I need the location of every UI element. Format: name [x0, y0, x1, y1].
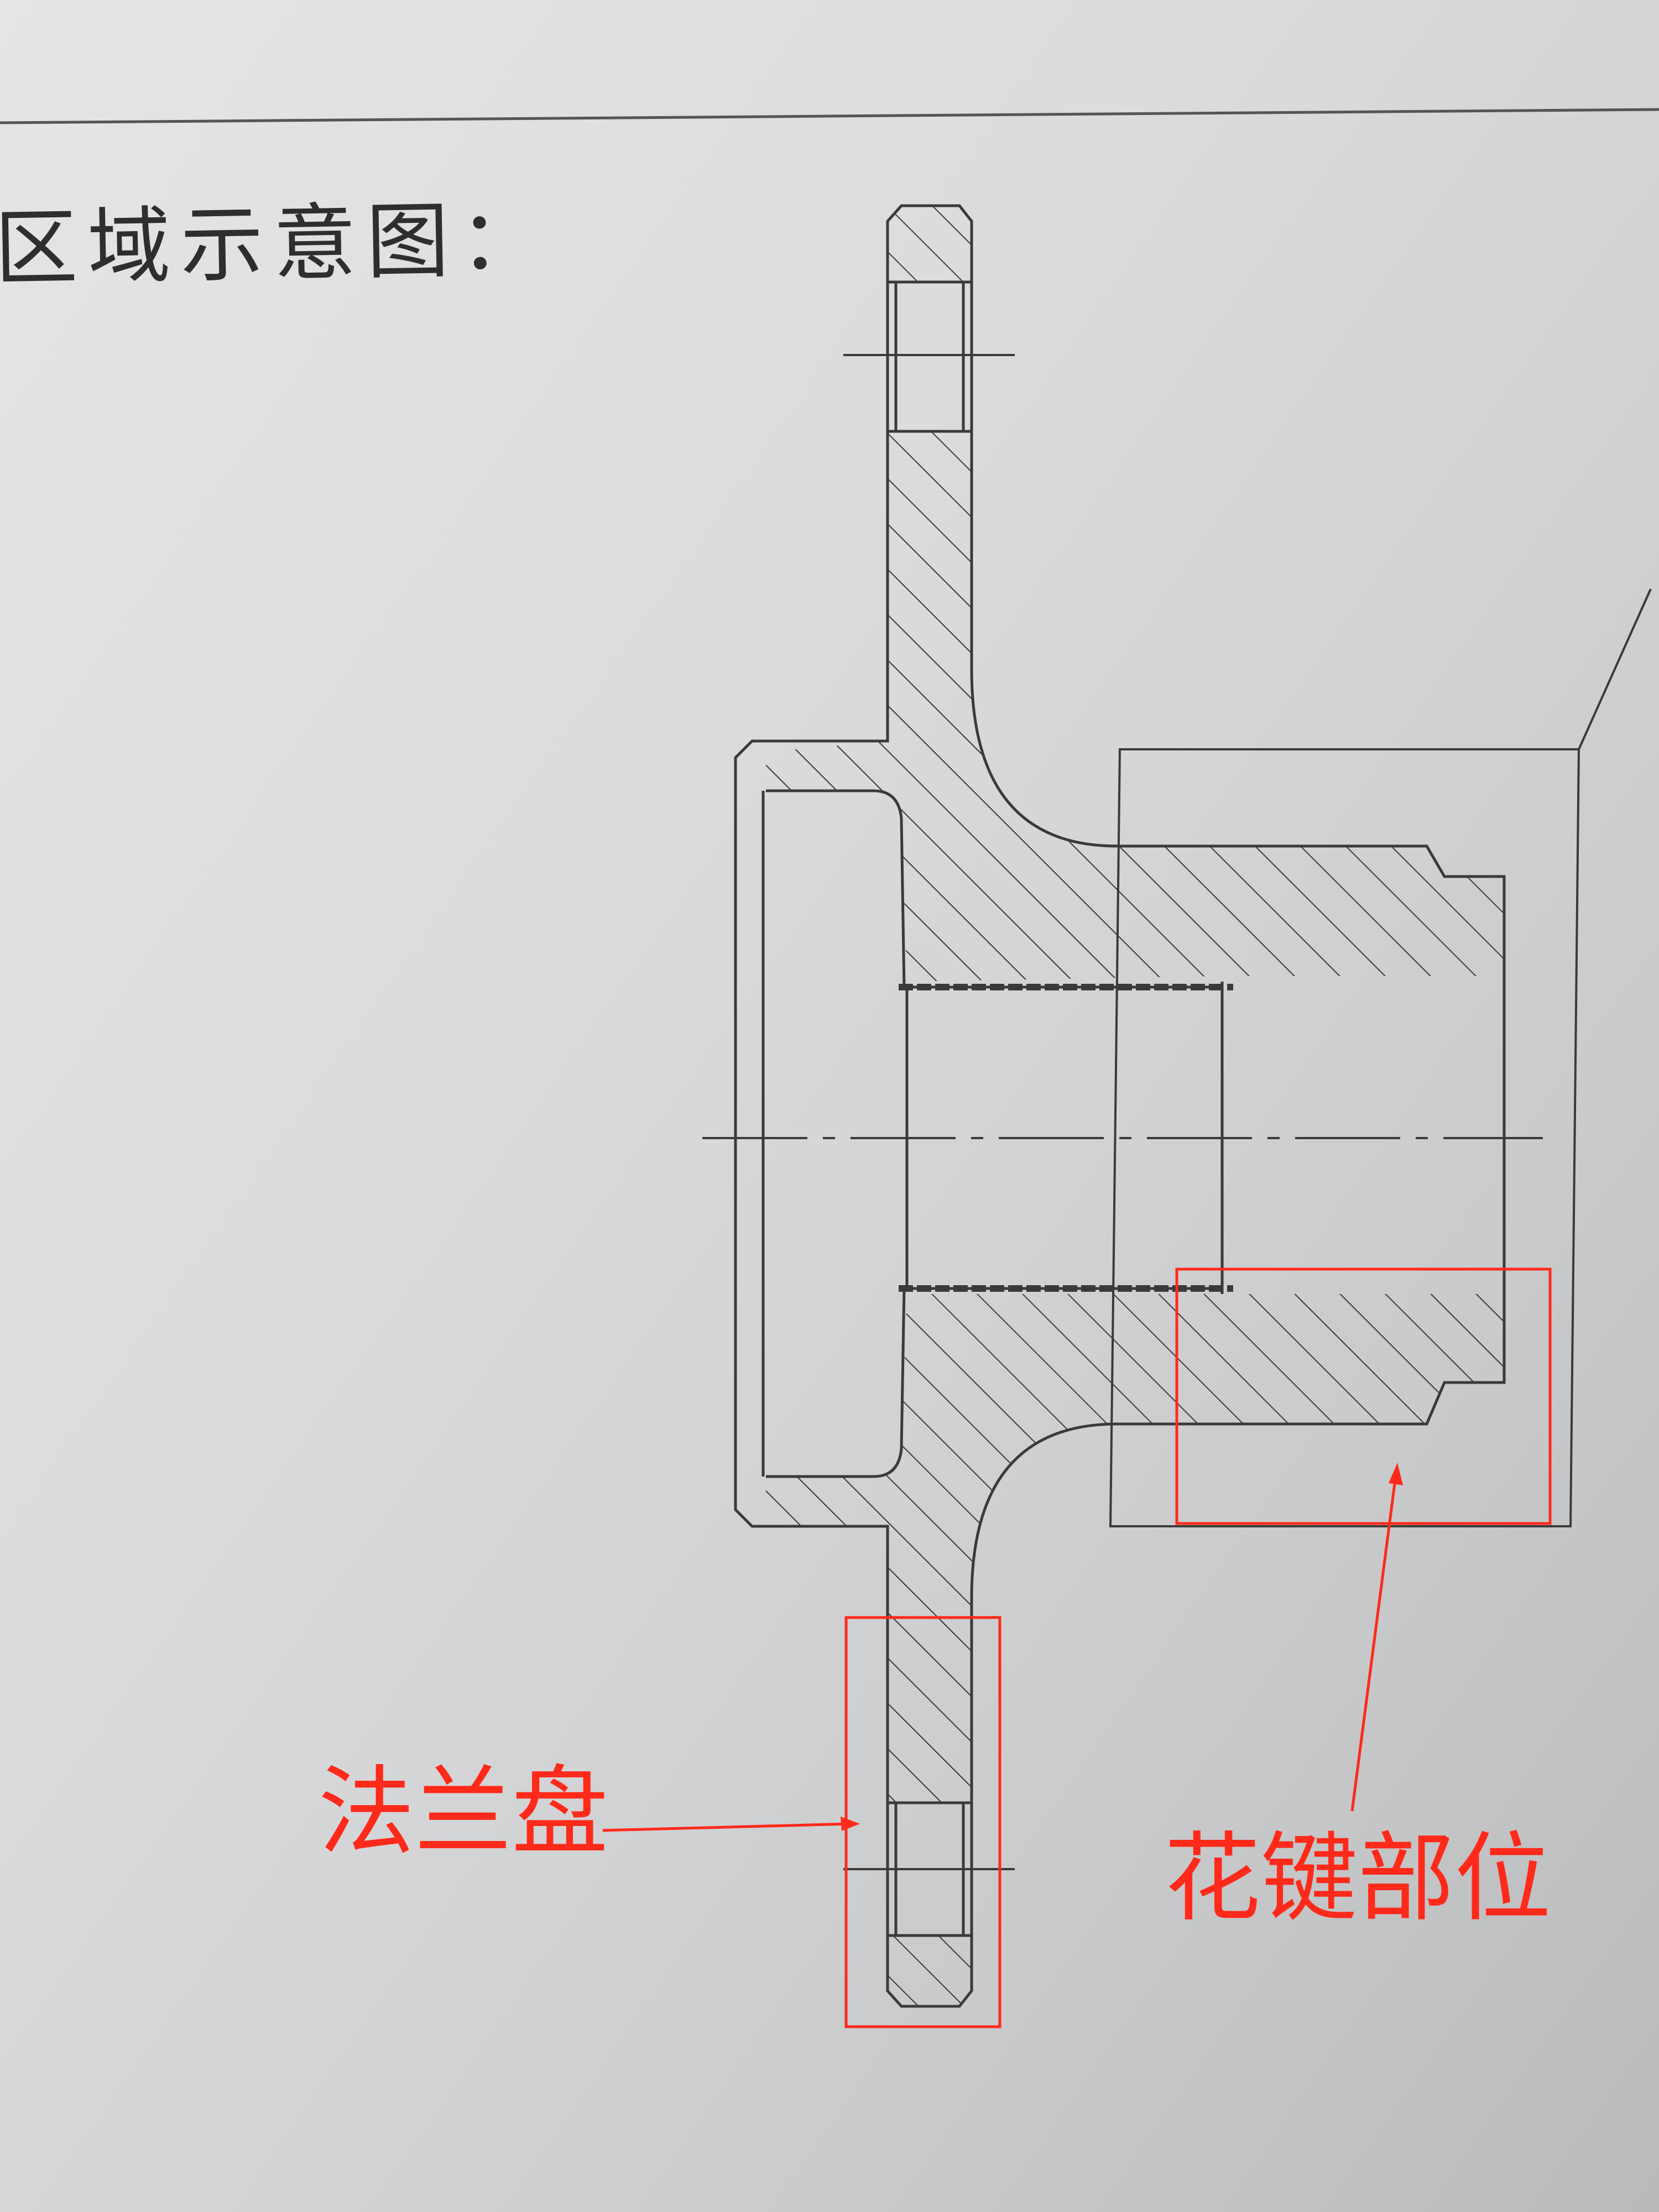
section-drawing	[702, 204, 1652, 2008]
flange-arrow	[602, 1822, 852, 1832]
hatch-web-bottom	[766, 1288, 1504, 1803]
hatch-flange-bottom	[888, 1936, 972, 2006]
spline-arrow	[1350, 1470, 1398, 1812]
hatch-flange-top	[888, 206, 972, 282]
spline-highlight-box	[1175, 1267, 1552, 1525]
page-top-rule	[0, 108, 1659, 124]
hatch-web-top	[766, 431, 1504, 982]
hub-region-outline	[1109, 748, 1580, 1527]
recess-inner	[766, 789, 906, 1478]
outer-contour	[734, 204, 1506, 2008]
spline-arrowhead	[1389, 1463, 1403, 1485]
annotations	[602, 1267, 1552, 2028]
flange-label: 法兰盘	[318, 1756, 608, 1869]
flange-arrowhead	[841, 1817, 860, 1831]
leader-line-top	[1578, 588, 1652, 750]
diagram-heading: 区域示意图：	[0, 191, 553, 298]
spline-label: 花键部位	[1164, 1823, 1551, 1935]
